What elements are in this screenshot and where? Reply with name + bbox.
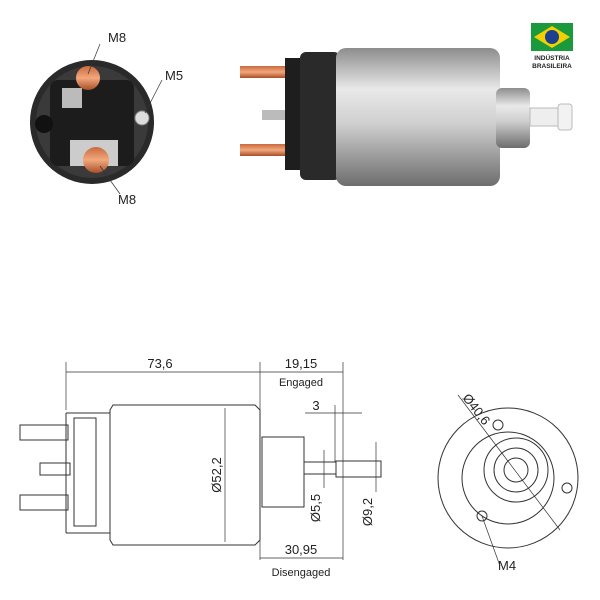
brazil-flag-icon <box>531 23 573 51</box>
badge-line2: BRASILEIRA <box>532 63 572 70</box>
dim-length: 73,6 <box>147 356 172 371</box>
label-m8-top: M8 <box>108 30 126 45</box>
badge-line1: INDÚSTRIA <box>534 53 570 62</box>
terminal-m8-bottom <box>83 147 109 173</box>
dim-body-diameter: Ø52,2 <box>209 457 224 492</box>
terminal-m8-top <box>76 66 100 90</box>
end-view-drawing <box>437 407 579 549</box>
label-m8-bottom: M8 <box>118 192 136 207</box>
dim-shaft-diameter: Ø5,5 <box>308 494 323 522</box>
dim-disengaged: 30,95 <box>285 542 318 557</box>
label-m4: M4 <box>498 558 516 573</box>
dim-gap: 3 <box>312 398 319 413</box>
dim-tip-diameter: Ø9,2 <box>360 498 375 526</box>
label-m5: M5 <box>165 68 183 83</box>
dim-engaged: 19,15 <box>285 356 318 371</box>
side-view-drawing <box>19 404 382 546</box>
side-view-photo <box>240 48 573 186</box>
label-engaged: Engaged <box>279 377 323 389</box>
end-view-photo <box>30 60 154 184</box>
label-disengaged: Disengaged <box>272 567 331 579</box>
dim-bolt-circle: Ø40,6 <box>460 391 494 428</box>
terminal-m5 <box>134 110 150 126</box>
